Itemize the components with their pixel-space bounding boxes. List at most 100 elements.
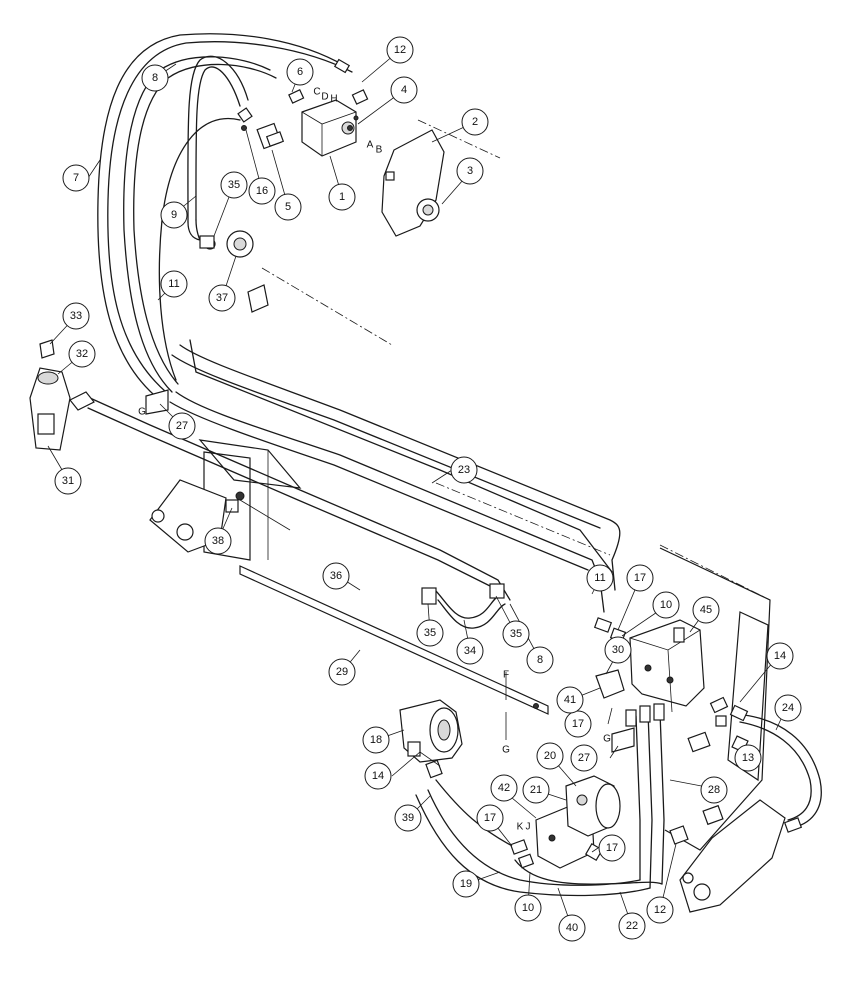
svg-text:8: 8	[152, 72, 158, 84]
point-label-f: F	[503, 670, 509, 681]
svg-text:27: 27	[176, 420, 188, 432]
callout-9: 9	[160, 201, 188, 229]
svg-text:41: 41	[564, 694, 576, 706]
callout-35-right: 35	[502, 620, 530, 648]
svg-text:17: 17	[484, 812, 496, 824]
svg-text:35: 35	[228, 179, 240, 191]
callout-20: 20	[536, 742, 564, 770]
svg-text:28: 28	[708, 784, 720, 796]
callout-39: 39	[394, 804, 422, 832]
callout-24: 24	[774, 694, 802, 722]
callout-6: 6	[286, 58, 314, 86]
point-label-g-center: G	[502, 745, 510, 756]
svg-text:9: 9	[171, 209, 177, 221]
callout-3: 3	[456, 157, 484, 185]
svg-text:36: 36	[330, 570, 342, 582]
callout-11-top: 11	[160, 270, 188, 298]
svg-text:10: 10	[660, 599, 672, 611]
svg-text:20: 20	[544, 750, 556, 762]
callout-33: 33	[62, 302, 90, 330]
callout-17-right: 17	[598, 834, 626, 862]
callout-7: 7	[62, 164, 90, 192]
svg-text:24: 24	[782, 702, 794, 714]
callout-34: 34	[456, 637, 484, 665]
svg-text:11: 11	[594, 572, 605, 584]
callout-17-mid: 17	[564, 710, 592, 738]
svg-text:34: 34	[464, 645, 476, 657]
svg-text:8: 8	[537, 654, 543, 666]
callout-37: 37	[208, 284, 236, 312]
callout-4: 4	[390, 76, 418, 104]
point-label-g-left: G	[138, 407, 146, 418]
svg-text:32: 32	[76, 348, 88, 360]
callout-10-bottom: 10	[514, 894, 542, 922]
callout-38: 38	[204, 527, 232, 555]
callouts: 1 2 3 4 5 6 7 8 8 9 10 10 11 11 12 12 13…	[54, 36, 802, 942]
point-label-a: A	[367, 140, 374, 151]
hoses	[87, 33, 822, 897]
svg-text:29: 29	[336, 666, 348, 678]
components	[29, 58, 803, 869]
callout-27-left: 27	[168, 412, 196, 440]
frame-structure	[149, 119, 786, 913]
svg-text:2: 2	[472, 116, 478, 128]
point-label-b: B	[376, 145, 383, 156]
callout-17-left: 17	[476, 804, 504, 832]
callout-35-top: 35	[220, 171, 248, 199]
callout-10-top: 10	[652, 591, 680, 619]
callout-42: 42	[490, 774, 518, 802]
svg-text:4: 4	[401, 84, 407, 96]
svg-text:17: 17	[572, 718, 584, 730]
svg-text:35: 35	[510, 628, 522, 640]
callout-30: 30	[604, 636, 632, 664]
svg-text:23: 23	[458, 464, 470, 476]
svg-text:14: 14	[372, 770, 384, 782]
callout-22: 22	[618, 912, 646, 940]
svg-text:12: 12	[394, 44, 406, 56]
point-label-d: D	[321, 92, 328, 103]
callout-17-top: 17	[626, 564, 654, 592]
point-label-g-right: G	[603, 734, 611, 745]
callout-16: 16	[248, 177, 276, 205]
svg-text:27: 27	[578, 752, 590, 764]
callout-28: 28	[700, 776, 728, 804]
svg-text:1: 1	[339, 191, 345, 203]
svg-text:22: 22	[626, 920, 638, 932]
callout-40: 40	[558, 914, 586, 942]
callout-8-bottom: 8	[526, 646, 554, 674]
callout-35-left: 35	[416, 619, 444, 647]
callout-36: 36	[322, 562, 350, 590]
point-label-h: H	[330, 94, 337, 105]
svg-text:33: 33	[70, 310, 82, 322]
svg-text:39: 39	[402, 812, 414, 824]
callout-45: 45	[692, 596, 720, 624]
callout-12-top: 12	[386, 36, 414, 64]
svg-text:18: 18	[370, 734, 382, 746]
callout-19: 19	[452, 870, 480, 898]
svg-text:3: 3	[467, 165, 473, 177]
callout-8-top: 8	[141, 64, 169, 92]
svg-text:14: 14	[774, 650, 786, 662]
callout-23: 23	[450, 456, 478, 484]
svg-text:19: 19	[460, 878, 472, 890]
svg-text:42: 42	[498, 782, 510, 794]
point-labels: C D H A B G E F G G K J	[138, 87, 624, 833]
callout-27-right: 27	[570, 744, 598, 772]
callout-1: 1	[328, 183, 356, 211]
svg-text:13: 13	[742, 752, 754, 764]
svg-text:17: 17	[606, 842, 618, 854]
callout-13: 13	[734, 744, 762, 772]
callout-21: 21	[522, 776, 550, 804]
svg-text:5: 5	[285, 201, 291, 213]
callout-32: 32	[68, 340, 96, 368]
svg-text:35: 35	[424, 627, 436, 639]
svg-text:12: 12	[654, 904, 666, 916]
svg-text:16: 16	[256, 185, 268, 197]
svg-text:7: 7	[73, 172, 79, 184]
callout-11-bottom: 11	[586, 564, 614, 592]
svg-text:37: 37	[216, 292, 228, 304]
callout-41: 41	[556, 686, 584, 714]
callout-29: 29	[328, 658, 356, 686]
callout-31: 31	[54, 467, 82, 495]
